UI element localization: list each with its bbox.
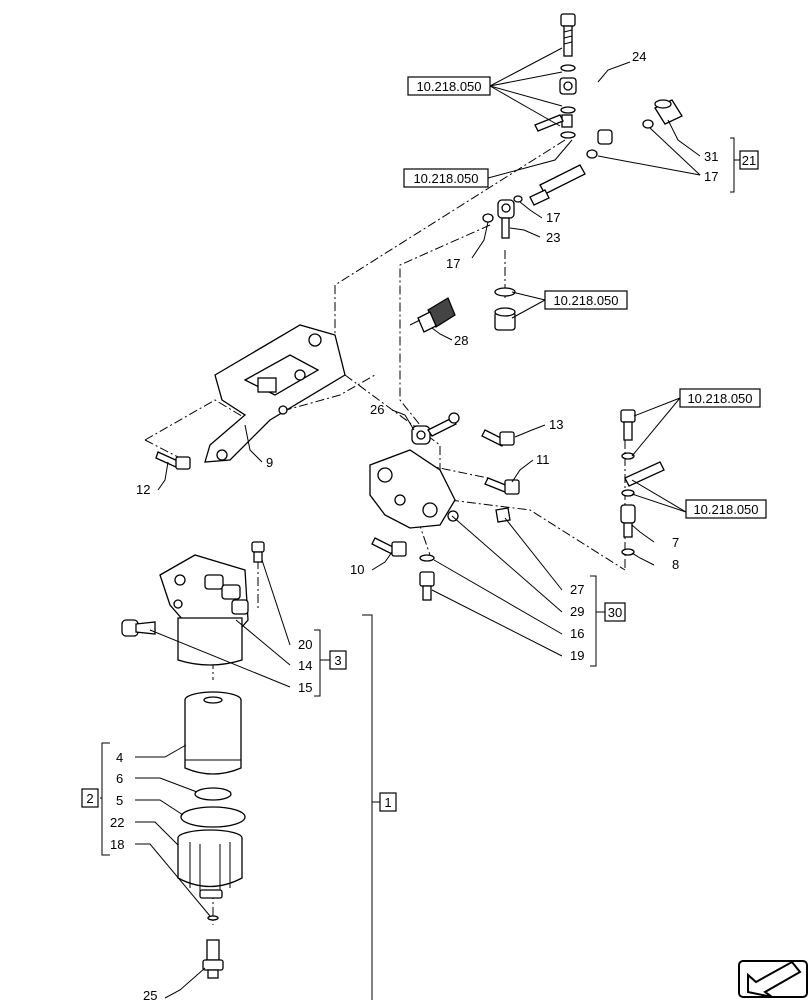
assembly-box-3[interactable]: 3 — [329, 650, 347, 670]
callout-19: 19 — [570, 648, 584, 663]
svg-text:21: 21 — [742, 153, 756, 168]
bolt-12 — [155, 451, 191, 470]
assembly-box-2[interactable]: 2 — [81, 788, 99, 808]
svg-text:3: 3 — [334, 653, 341, 668]
bolt-11 — [484, 477, 520, 495]
drain-screw — [202, 939, 224, 979]
callout-17-top: 17 — [704, 169, 718, 184]
filter-bowl — [177, 829, 243, 899]
drain-seal — [207, 915, 219, 921]
callout-15: 15 — [298, 680, 312, 695]
svg-text:10.218.050: 10.218.050 — [413, 171, 478, 186]
cap-nut — [642, 99, 683, 129]
callout-17-left: 17 — [446, 256, 460, 271]
callout-18: 18 — [110, 837, 124, 852]
callout-24: 24 — [632, 49, 646, 64]
svg-text:2: 2 — [86, 791, 93, 806]
fitting-bolt — [513, 149, 598, 206]
callout-4: 4 — [116, 750, 123, 765]
callout-labels: 24 31 17 17 23 17 28 26 13 11 9 12 10 7 … — [110, 49, 718, 1000]
reference-box-right-bottom[interactable]: 10.218.050 — [685, 499, 767, 519]
hollow-screw — [419, 554, 435, 601]
mounting-bracket — [204, 324, 346, 463]
callout-12: 12 — [136, 482, 150, 497]
callout-25: 25 — [143, 988, 157, 1000]
callout-26: 26 — [370, 402, 384, 417]
reference-box-right-top[interactable]: 10.218.050 — [679, 388, 761, 408]
callout-10: 10 — [350, 562, 364, 577]
svg-text:10.218.050: 10.218.050 — [693, 502, 758, 517]
filter-head-bracket — [369, 449, 511, 529]
callout-17-mid: 17 — [546, 210, 560, 225]
assembly-box-1[interactable]: 1 — [379, 792, 397, 812]
svg-text:1: 1 — [384, 795, 391, 810]
callout-31: 31 — [704, 149, 718, 164]
reference-box-top[interactable]: 10.218.050 — [407, 76, 491, 96]
svg-text:10.218.050: 10.218.050 — [416, 79, 481, 94]
svg-text:10.218.050: 10.218.050 — [553, 293, 618, 308]
banjo-fitting — [482, 199, 515, 239]
callout-9: 9 — [266, 455, 273, 470]
reference-box-mid[interactable]: 10.218.050 — [403, 168, 489, 188]
filter-head — [159, 541, 265, 666]
right-fittings — [620, 409, 665, 556]
callout-22: 22 — [110, 815, 124, 830]
banjo-26 — [411, 412, 460, 445]
o-ring — [180, 806, 246, 828]
callout-29: 29 — [570, 604, 584, 619]
callout-5: 5 — [116, 793, 123, 808]
arrow-back-icon[interactable] — [738, 960, 808, 998]
callout-16: 16 — [570, 626, 584, 641]
assembly-box-21[interactable]: 21 — [739, 150, 759, 170]
callout-23: 23 — [546, 230, 560, 245]
pressure-sensor — [409, 297, 456, 333]
callout-27: 27 — [570, 582, 584, 597]
callout-13: 13 — [549, 417, 563, 432]
reference-box-fitting[interactable]: 10.218.050 — [544, 290, 628, 310]
callout-11: 11 — [536, 452, 550, 467]
fuel-pipe — [559, 77, 616, 145]
svg-text:10.218.050: 10.218.050 — [687, 391, 752, 406]
callout-28: 28 — [454, 333, 468, 348]
assembly-box-30[interactable]: 30 — [604, 602, 626, 622]
callout-8: 8 — [672, 557, 679, 572]
fitting-middle — [494, 287, 516, 331]
leader-lines — [100, 47, 740, 1000]
filter-element — [184, 691, 242, 775]
callout-20: 20 — [298, 637, 312, 652]
callout-7: 7 — [672, 535, 679, 550]
banjo-bolt-top — [560, 13, 576, 139]
callout-14: 14 — [298, 658, 312, 673]
bolt-10 — [371, 537, 407, 557]
stud-pin — [534, 114, 564, 132]
callout-6: 6 — [116, 771, 123, 786]
drain-plug — [121, 619, 156, 637]
bolt-13 — [481, 429, 515, 447]
svg-text:30: 30 — [608, 605, 622, 620]
seal-ring — [194, 787, 232, 801]
